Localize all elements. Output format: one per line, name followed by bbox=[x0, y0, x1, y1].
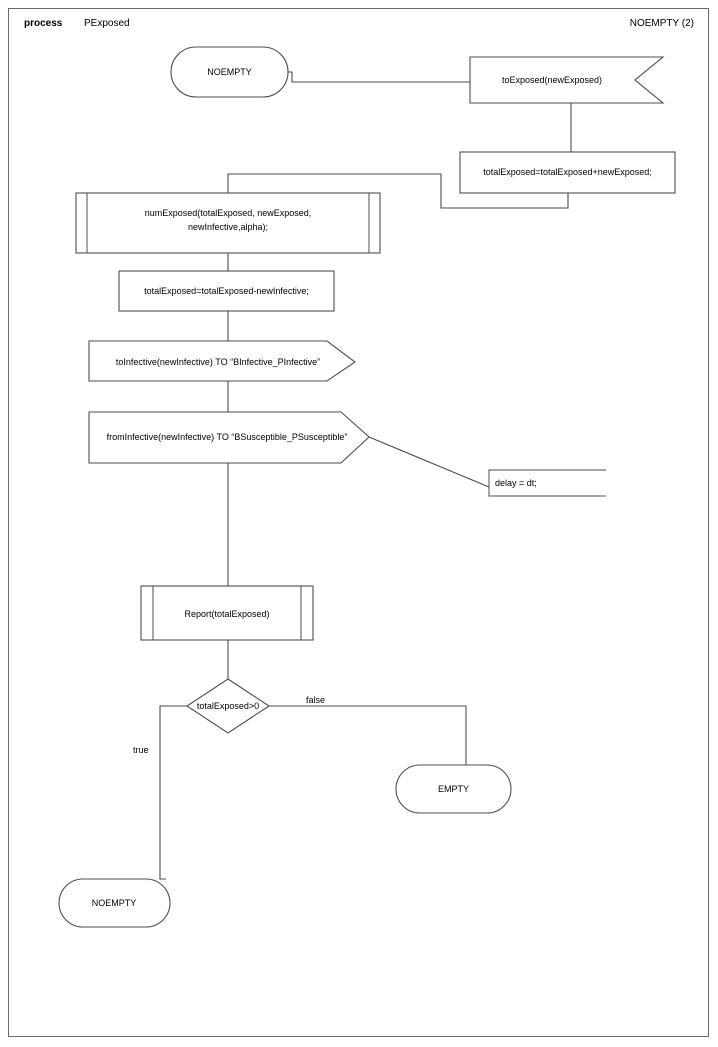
to-exposed-shape bbox=[469, 56, 665, 104]
header-process-name: PExposed bbox=[84, 18, 130, 29]
total-exposed-add-label: totalExposed=totalExposed+newExposed; bbox=[483, 167, 652, 177]
header-kind-label: process bbox=[24, 18, 63, 29]
node-empty-terminal[interactable]: EMPTY bbox=[395, 764, 512, 814]
edge-frominfective-to-delaynote bbox=[368, 436, 490, 488]
node-to-exposed[interactable]: toExposed(newExposed) bbox=[469, 56, 665, 104]
node-from-infective[interactable]: fromInfective(newInfective) TO “BSuscept… bbox=[88, 411, 370, 464]
delay-annotation-shape bbox=[488, 469, 606, 497]
node-num-exposed[interactable]: numExposed(totalExposed, newExposed, new… bbox=[75, 192, 381, 254]
decision-shape bbox=[185, 678, 271, 734]
edge-totaladd-to-numexposed bbox=[227, 173, 569, 209]
num-exposed-label-line1: numExposed(totalExposed, newExposed, bbox=[145, 208, 312, 218]
delay-annotation-label: delay = dt; bbox=[495, 478, 537, 488]
node-to-infective[interactable]: toInfective(newInfective) TO “BInfective… bbox=[88, 340, 356, 382]
edge-decision-false-to-empty bbox=[269, 705, 467, 765]
edge-decision-true-to-noempty bbox=[159, 705, 187, 880]
start-terminal-label: NOEMPTY bbox=[207, 67, 252, 77]
from-infective-label: fromInfective(newInfective) TO “BSuscept… bbox=[107, 432, 348, 442]
total-exposed-sub-label: totalExposed=totalExposed-newInfective; bbox=[144, 286, 309, 296]
edge-start-to-toexposed bbox=[283, 71, 470, 83]
node-total-exposed-sub[interactable]: totalExposed=totalExposed-newInfective; bbox=[118, 270, 335, 312]
decision-label: totalExposed>0 bbox=[197, 701, 259, 711]
to-infective-label: toInfective(newInfective) TO “BInfective… bbox=[116, 357, 320, 367]
node-delay-annotation: delay = dt; bbox=[488, 469, 606, 497]
edge-label-false: false bbox=[306, 695, 325, 705]
empty-terminal-shape bbox=[395, 764, 512, 814]
to-exposed-label: toExposed(newExposed) bbox=[502, 75, 602, 85]
node-noempty-terminal[interactable]: NOEMPTY bbox=[58, 878, 171, 928]
from-infective-shape bbox=[88, 411, 370, 464]
num-exposed-label-line2: newInfective,alpha); bbox=[188, 222, 268, 232]
node-total-exposed-add[interactable]: totalExposed=totalExposed+newExposed; bbox=[459, 151, 676, 194]
noempty-terminal-label: NOEMPTY bbox=[92, 898, 137, 908]
total-exposed-sub-shape bbox=[118, 270, 335, 312]
empty-terminal-label: EMPTY bbox=[438, 784, 469, 794]
noempty-terminal-shape bbox=[58, 878, 171, 928]
total-exposed-add-shape bbox=[459, 151, 676, 194]
num-exposed-shape bbox=[75, 192, 381, 254]
report-label: Report(totalExposed) bbox=[184, 609, 269, 619]
header-state-label: NOEMPTY (2) bbox=[629, 18, 694, 29]
node-report[interactable]: Report(totalExposed) bbox=[140, 585, 314, 641]
report-shape bbox=[140, 585, 314, 641]
start-terminal-shape bbox=[170, 46, 289, 98]
edge-label-true: true bbox=[133, 745, 149, 755]
node-decision[interactable]: totalExposed>0 bbox=[185, 678, 271, 734]
node-start-terminal[interactable]: NOEMPTY bbox=[170, 46, 289, 98]
to-infective-shape bbox=[88, 340, 356, 382]
